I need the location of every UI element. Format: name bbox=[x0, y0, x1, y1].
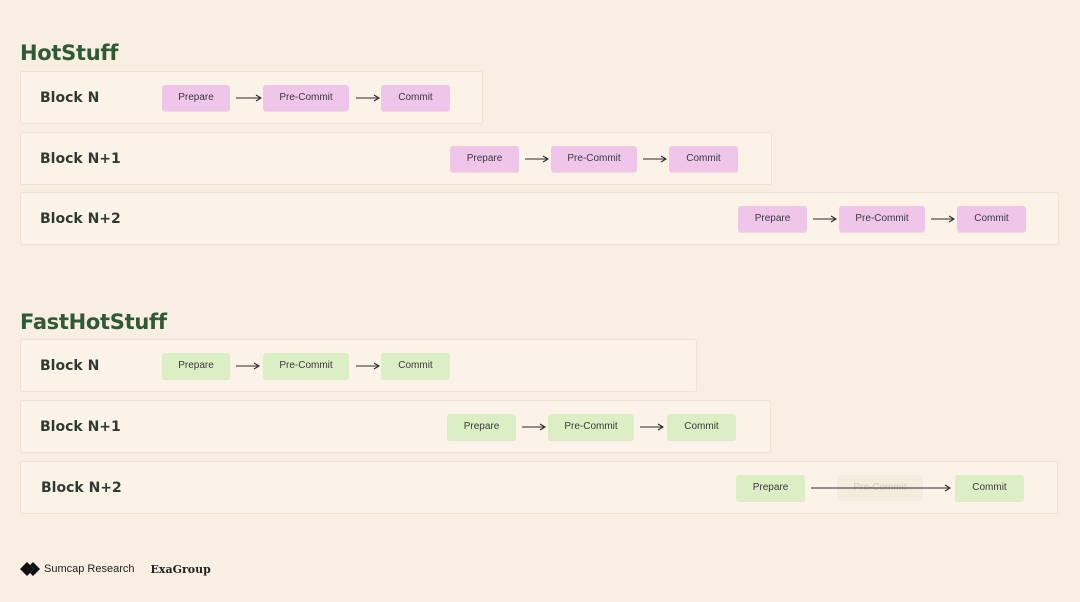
phase-pre-commit: Pre-Commit bbox=[263, 352, 349, 379]
arrow-right-icon bbox=[356, 94, 380, 101]
long-arrow-right-icon bbox=[811, 484, 951, 491]
arrow-right-icon bbox=[813, 215, 837, 222]
phase-commit: Commit bbox=[381, 84, 450, 111]
phase-pre-commit: Pre-Commit bbox=[548, 413, 634, 440]
phase-commit: Commit bbox=[957, 205, 1026, 232]
phase-commit: Commit bbox=[669, 145, 738, 172]
arrow-right-icon bbox=[931, 215, 955, 222]
phase-commit: Commit bbox=[381, 352, 450, 379]
phase-commit: Commit bbox=[667, 413, 736, 440]
row-label: Block N bbox=[40, 357, 100, 374]
arrow-right-icon bbox=[522, 423, 546, 430]
phase-pre-commit: Pre-Commit bbox=[263, 84, 349, 111]
row-label: Block N+2 bbox=[40, 210, 121, 227]
row-label: Block N+1 bbox=[40, 150, 121, 167]
arrow-right-icon bbox=[236, 94, 262, 101]
fasthotstuff-row-block-n1: Block N+1 Prepare Pre-Commit Commit bbox=[20, 400, 771, 453]
phase-prepare: Prepare bbox=[736, 474, 805, 501]
hotstuff-row-block-n: Block N Prepare Pre-Commit Commit bbox=[20, 71, 483, 124]
arrow-right-icon bbox=[236, 362, 260, 369]
arrow-right-icon bbox=[640, 423, 664, 430]
sumcap-brand: Sumcap Research bbox=[44, 563, 135, 575]
arrow-right-icon bbox=[525, 155, 549, 162]
arrow-right-icon bbox=[356, 362, 380, 369]
hotstuff-title: HotStuff bbox=[20, 41, 119, 65]
phase-commit: Commit bbox=[955, 474, 1024, 501]
phase-prepare: Prepare bbox=[162, 352, 230, 379]
row-label: Block N bbox=[40, 89, 100, 106]
sumcap-logo-icon bbox=[20, 562, 40, 576]
phase-prepare: Prepare bbox=[447, 413, 516, 440]
hotstuff-row-block-n1: Block N+1 Prepare Pre-Commit Commit bbox=[20, 132, 772, 185]
row-label: Block N+1 bbox=[40, 418, 121, 435]
phase-pre-commit: Pre-Commit bbox=[839, 205, 925, 232]
phase-prepare: Prepare bbox=[162, 84, 230, 111]
exagroup-brand: ExaGroup bbox=[150, 562, 211, 576]
fasthotstuff-row-block-n2: Block N+2 Prepare Pre-Commit Commit bbox=[20, 461, 1058, 514]
phase-prepare: Prepare bbox=[450, 145, 519, 172]
arrow-right-icon bbox=[643, 155, 667, 162]
fasthotstuff-title: FastHotStuff bbox=[20, 310, 167, 334]
fasthotstuff-row-block-n: Block N Prepare Pre-Commit Commit bbox=[20, 339, 697, 392]
phase-pre-commit: Pre-Commit bbox=[551, 145, 637, 172]
hotstuff-row-block-n2: Block N+2 Prepare Pre-Commit Commit bbox=[20, 192, 1059, 245]
phase-prepare: Prepare bbox=[738, 205, 807, 232]
footer: Sumcap Research ExaGroup bbox=[20, 560, 211, 578]
row-label: Block N+2 bbox=[41, 479, 122, 496]
